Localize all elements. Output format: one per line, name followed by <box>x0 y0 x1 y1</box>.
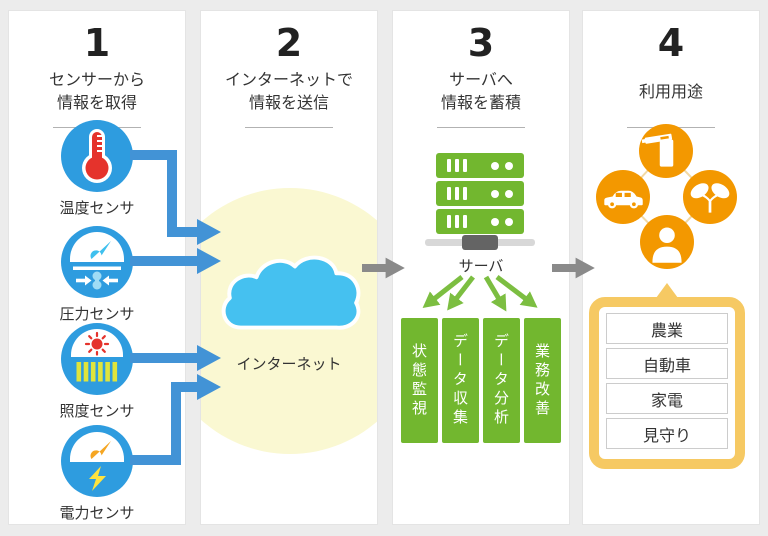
step-title-line: インターネットで <box>224 70 353 90</box>
server-unit <box>436 153 524 178</box>
sensor-illuminance: 照度センサ <box>9 323 185 421</box>
pressure-gauge-icon <box>61 226 133 298</box>
sensor-pressure: 圧力センサ <box>9 226 185 324</box>
sensor-label: 照度センサ <box>59 402 135 420</box>
illuminance-sensor-icon <box>61 323 133 395</box>
sensor-label: 圧力センサ <box>59 305 135 323</box>
thermometer-icon <box>61 120 133 192</box>
step-title-line: 利用用途 <box>638 81 703 101</box>
usage-appliance <box>639 124 693 178</box>
function-bar: データ分析 <box>483 318 520 443</box>
step-2-panel: 2 インターネットで 情報を送信 インターネット <box>200 10 378 525</box>
step-2-header: 2 インターネットで 情報を送信 <box>201 21 377 128</box>
step-title: 利用用途 <box>583 69 759 115</box>
step-number: 2 <box>275 21 303 65</box>
step-title-line: 情報を送信 <box>248 92 329 112</box>
sensor-label: 電力センサ <box>59 504 135 522</box>
step-title: センサーから 情報を取得 <box>9 69 185 115</box>
internet-label: インターネット <box>236 355 342 373</box>
step-3-header: 3 サーバへ 情報を蓄積 <box>393 21 569 128</box>
bubble-pointer <box>656 283 678 298</box>
server-unit <box>436 209 524 234</box>
function-bar: 状態監視 <box>401 318 438 443</box>
step-4-header: 4 利用用途 <box>583 21 759 128</box>
step-title: サーバへ 情報を蓄積 <box>393 69 569 115</box>
usage-item: 家電 <box>606 383 728 414</box>
cloud-icon <box>221 255 361 330</box>
car-icon <box>596 170 650 224</box>
server-rack-icon <box>436 153 524 237</box>
usage-person <box>640 215 694 269</box>
server-unit <box>436 181 524 206</box>
step-3-panel: 3 サーバへ 情報を蓄積 サーバ 状態監視 データ収集 <box>392 10 570 525</box>
step-title-line: 情報を取得 <box>56 92 137 112</box>
sprout-icon <box>683 170 737 224</box>
usage-item: 農業 <box>606 313 728 344</box>
function-bar: データ収集 <box>442 318 479 443</box>
divider <box>245 126 333 128</box>
person-icon <box>640 215 694 269</box>
sensor-power: 電力センサ <box>9 425 185 523</box>
server-stand <box>462 235 498 250</box>
step-title: インターネットで 情報を送信 <box>201 69 377 115</box>
power-meter-icon <box>61 425 133 497</box>
step-title-line: 情報を蓄積 <box>440 92 521 112</box>
usage-car <box>596 170 650 224</box>
sensor-temperature: 温度センサ <box>9 120 185 218</box>
step-number: 3 <box>467 21 495 65</box>
step-4-panel: 4 利用用途 <box>582 10 760 525</box>
sensor-label: 温度センサ <box>59 199 135 217</box>
usage-agriculture <box>683 170 737 224</box>
usage-item: 自動車 <box>606 348 728 379</box>
function-bar: 業務改善 <box>524 318 561 443</box>
step-number: 4 <box>657 21 685 65</box>
step-number: 1 <box>83 21 111 65</box>
usage-list: 農業 自動車 家電 見守り <box>589 297 745 469</box>
step-1-header: 1 センサーから 情報を取得 <box>9 21 185 128</box>
step-1-panel: 1 センサーから 情報を取得 温度センサ <box>8 10 186 525</box>
server-label: サーバ <box>458 257 504 275</box>
usage-item: 見守り <box>606 418 728 449</box>
step-title-line: センサーから <box>48 70 145 90</box>
divider <box>437 126 525 128</box>
washing-machine-icon <box>639 124 693 178</box>
step-title-line: サーバへ <box>449 70 513 90</box>
